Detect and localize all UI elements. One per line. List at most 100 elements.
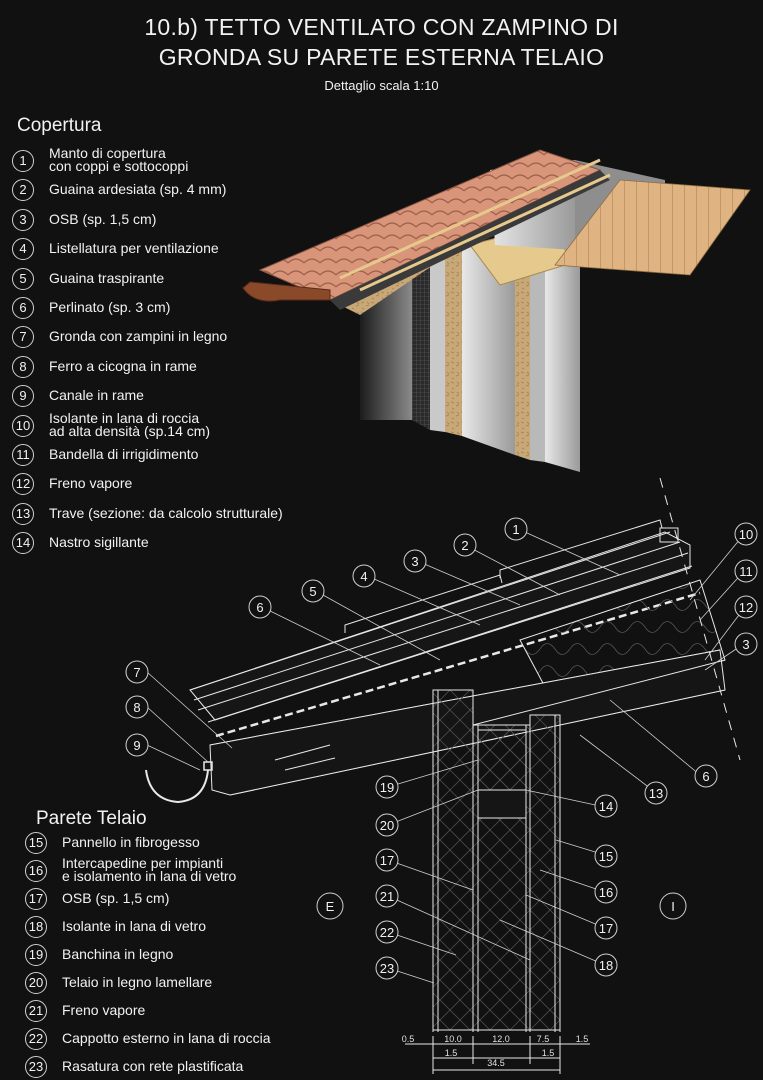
legend-label: Freno vapore [49, 475, 133, 492]
legend-label: Guaina traspirante [49, 269, 165, 286]
callout-8: 8 [125, 695, 149, 719]
legend-label: Perlinato (sp. 3 cm) [49, 299, 171, 315]
svg-text:3: 3 [742, 637, 749, 652]
legend-number: 15 [25, 832, 47, 854]
legend-number: 20 [25, 972, 47, 994]
legend-label: Cappotto esterno in lana di roccia [62, 1030, 271, 1046]
axonometric-illustration [242, 149, 751, 472]
section-drawing [145, 477, 746, 1074]
callout-22: 22 [375, 920, 399, 944]
callout-12: 12 [734, 595, 758, 619]
dimension-label: 1.5 [576, 1034, 589, 1044]
svg-text:14: 14 [599, 799, 613, 814]
callout-17: 17 [375, 848, 399, 872]
legend-number: 6 [12, 297, 34, 319]
svg-text:18: 18 [599, 958, 613, 973]
dimension-label: 10.0 [444, 1034, 462, 1044]
legend-label: Nastro sigillante [49, 534, 149, 551]
legend-label: Pannello in fibrogesso [62, 834, 200, 850]
callout-18: 18 [594, 953, 618, 977]
legend-number: 14 [12, 532, 34, 555]
svg-text:10: 10 [739, 527, 753, 542]
legend-label: Telaio in legno lamellare [62, 974, 213, 990]
svg-text:I: I [671, 899, 675, 914]
callout-21: 21 [375, 884, 399, 908]
legend-label: Bandella di irrigidimento [49, 446, 199, 462]
callout-1: 1 [504, 517, 528, 541]
parete-heading: Parete Telaio [36, 808, 147, 829]
svg-text:17: 17 [599, 921, 613, 936]
legend-number: 23 [25, 1056, 47, 1078]
callout-19: 19 [375, 775, 399, 799]
svg-text:12: 12 [739, 600, 753, 615]
svg-text:2: 2 [461, 538, 468, 553]
legend-number: 19 [25, 944, 47, 966]
svg-text:16: 16 [599, 885, 613, 900]
legend-number: 7 [12, 326, 34, 349]
svg-text:6: 6 [702, 769, 709, 784]
svg-text:17: 17 [380, 853, 394, 868]
callout-7: 7 [125, 660, 149, 684]
svg-text:6: 6 [256, 600, 263, 615]
legend-label: Guaina ardesiata (sp. 4 mm) [49, 181, 227, 198]
callout-6: 6 [694, 764, 718, 788]
dimension-label: 12.0 [492, 1034, 510, 1044]
legend-label: Banchina in legno [62, 946, 174, 962]
callout-3: 3 [403, 549, 427, 573]
callout-11: 11 [734, 559, 758, 583]
callout-4: 4 [352, 564, 376, 588]
svg-text:11: 11 [739, 564, 753, 579]
legend-label: Ferro a cicogna in rame [49, 357, 197, 374]
legend-label: Isolante in lana di vetro [62, 918, 206, 934]
legend-number: 18 [25, 916, 47, 938]
legend-label: Gronda con zampini in legno [49, 328, 228, 345]
callout-5: 5 [301, 579, 325, 603]
callout-3: 3 [734, 632, 758, 656]
svg-text:8: 8 [133, 700, 140, 715]
legend-number: 9 [12, 385, 34, 408]
legend-number: 1 [12, 150, 34, 172]
legend-label: Freno vapore [62, 1002, 146, 1018]
legend-number: 10 [12, 414, 34, 437]
callout-20: 20 [375, 813, 399, 837]
callout-6: 6 [248, 595, 272, 619]
legend-label: Canale in rame [49, 387, 144, 404]
legend-label: OSB (sp. 1,5 cm) [49, 210, 157, 227]
legend-number: 11 [12, 444, 34, 466]
callout-15: 15 [594, 844, 618, 868]
svg-text:22: 22 [380, 925, 394, 940]
svg-text:21: 21 [380, 889, 394, 904]
dimension-label: 1.5 [542, 1048, 555, 1058]
svg-text:5: 5 [309, 584, 316, 599]
legend-number: 5 [12, 267, 34, 290]
svg-text:13: 13 [649, 786, 663, 801]
svg-text:9: 9 [133, 738, 140, 753]
legend-number: 12 [12, 473, 34, 496]
svg-text:1: 1 [512, 522, 519, 537]
page-title-line1: 10.b) TETTO VENTILATO CON ZAMPINO DI [144, 14, 619, 40]
svg-text:3: 3 [411, 554, 418, 569]
callout-23: 23 [375, 956, 399, 980]
dimension-label: 1.5 [445, 1048, 458, 1058]
page-title-line2: GRONDA SU PARETE ESTERNA TELAIO [158, 44, 605, 70]
svg-text:7: 7 [133, 665, 140, 680]
legend-label: Listellatura per ventilazione [49, 240, 219, 257]
legend-label: Trave (sezione: da calcolo strutturale) [49, 504, 283, 521]
interior-marker: I [659, 892, 687, 920]
exterior-marker: E [316, 892, 344, 920]
callout-17: 17 [594, 916, 618, 940]
copertura-heading: Copertura [17, 115, 102, 136]
page-subtitle: Dettaglio scala 1:10 [324, 78, 439, 93]
callout-13: 13 [644, 781, 668, 805]
legend-number: 17 [25, 888, 47, 910]
callout-10: 10 [734, 522, 758, 546]
legend-number: 3 [12, 208, 34, 231]
legend-number: 21 [25, 1000, 47, 1022]
legend-label: Manto di copertura con coppi e sottocopp… [49, 145, 189, 174]
legend-number: 2 [12, 179, 34, 202]
legend-number: 4 [12, 238, 34, 261]
svg-text:4: 4 [360, 569, 367, 584]
